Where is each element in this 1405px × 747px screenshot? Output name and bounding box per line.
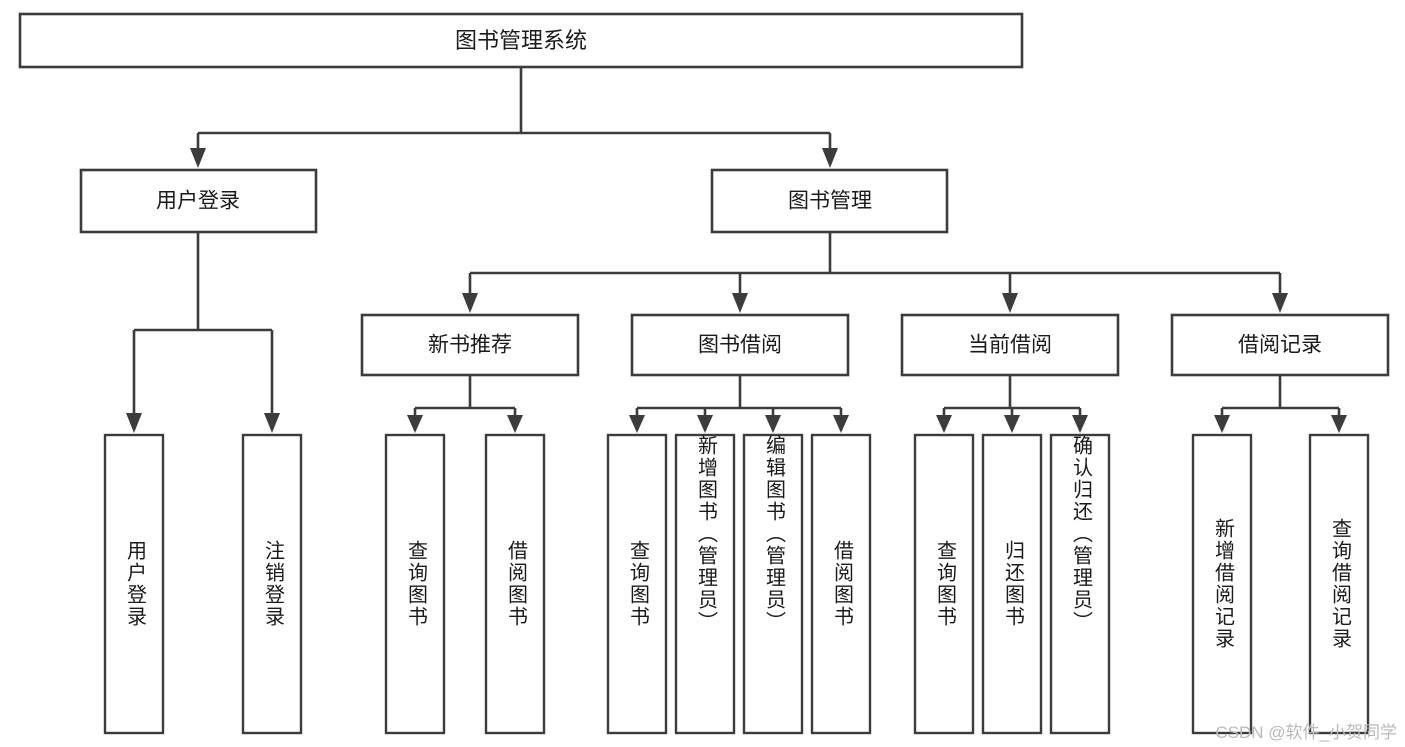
node-borrow-record[interactable]: 借阅记录 <box>1170 313 1390 377</box>
arrow-br-leaf1-icon <box>1214 415 1230 433</box>
leaf-add-borrow-record-box[interactable] <box>1191 433 1253 735</box>
node-root[interactable]: 图书管理系统 <box>18 12 1024 69</box>
arrow-cb-leaf1-icon <box>936 415 952 433</box>
arrow-bm-borrow-record-icon <box>1272 293 1288 313</box>
node-new-book-rec-box[interactable] <box>360 313 580 377</box>
leaf-borrow-book-rec-box[interactable] <box>484 433 546 735</box>
csdn-watermark: CSDN @软件_小贺同学 <box>1215 723 1397 742</box>
arrow-bb-leaf2-icon <box>697 415 713 433</box>
arrow-bb-leaf3-icon <box>765 415 781 433</box>
leaf-query-borrow-record-box[interactable] <box>1308 433 1370 735</box>
leaf-add-book-box[interactable] <box>674 433 736 735</box>
connector-layer <box>126 67 1347 433</box>
node-root-box[interactable] <box>18 12 1024 69</box>
node-current-borrow-box[interactable] <box>900 313 1120 377</box>
leaf-box-layer <box>103 433 1370 735</box>
arrow-bb-leaf1-icon <box>629 415 645 433</box>
arrow-root-to-book-manage-icon <box>822 148 838 168</box>
leaf-user-logout-box[interactable] <box>241 433 303 735</box>
leaf-confirm-return-box[interactable] <box>1049 433 1111 735</box>
leaf-user-login-box[interactable] <box>103 433 165 735</box>
arrow-bm-new-book-rec-icon <box>462 293 478 313</box>
node-book-borrow-label: 图书借阅 <box>698 334 782 357</box>
arrow-nbr-leaf1-icon <box>407 415 423 433</box>
arrow-cb-leaf2-icon <box>1004 415 1020 433</box>
node-current-borrow[interactable]: 当前借阅 <box>900 313 1120 377</box>
arrow-root-to-user-login-icon <box>190 148 206 168</box>
node-book-manage-label: 图书管理 <box>788 190 872 213</box>
arrow-user-login-leaf1-icon <box>126 413 142 433</box>
node-root-label: 图书管理系统 <box>455 28 587 53</box>
leaf-query-book-borrow-box[interactable] <box>606 433 668 735</box>
leaf-edit-book-box[interactable] <box>742 433 804 735</box>
node-user-login[interactable]: 用户登录 <box>79 168 318 234</box>
arrow-bb-leaf4-icon <box>833 415 849 433</box>
leaf-query-book-rec-box[interactable] <box>384 433 446 735</box>
arrow-cb-leaf3-icon <box>1072 415 1088 433</box>
arrow-bm-book-borrow-icon <box>732 293 748 313</box>
arrow-bm-current-borrow-icon <box>1002 293 1018 313</box>
leaf-borrow-book-box[interactable] <box>810 433 872 735</box>
node-new-book-rec-label: 新书推荐 <box>428 334 512 357</box>
arrow-br-leaf2-icon <box>1331 415 1347 433</box>
node-user-login-box[interactable] <box>79 168 318 234</box>
arrow-nbr-leaf2-icon <box>507 415 523 433</box>
node-new-book-rec[interactable]: 新书推荐 <box>360 313 580 377</box>
node-book-borrow[interactable]: 图书借阅 <box>630 313 850 377</box>
node-current-borrow-label: 当前借阅 <box>968 334 1052 357</box>
node-borrow-record-box[interactable] <box>1170 313 1390 377</box>
node-book-borrow-box[interactable] <box>630 313 850 377</box>
node-book-manage-box[interactable] <box>710 168 949 234</box>
node-user-login-label: 用户登录 <box>156 190 240 213</box>
node-borrow-record-label: 借阅记录 <box>1238 334 1322 357</box>
node-book-manage[interactable]: 图书管理 <box>710 168 949 234</box>
arrow-user-login-leaf2-icon <box>264 413 280 433</box>
leaf-query-book-current-box[interactable] <box>913 433 975 735</box>
leaf-return-book-box[interactable] <box>981 433 1043 735</box>
